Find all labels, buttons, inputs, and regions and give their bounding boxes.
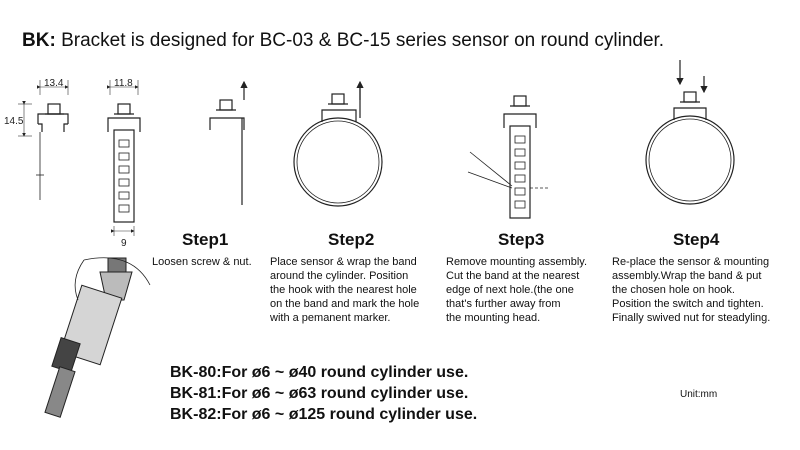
- step2-description: Place sensor & wrap the band around the …: [270, 255, 419, 325]
- step2-drawing: [293, 80, 383, 207]
- title-prefix: BK:: [22, 30, 56, 51]
- step3-line: that's further away from: [446, 298, 561, 310]
- dim-width-b: 11.8: [114, 78, 133, 89]
- bracket-side-view: 13.4 14.5: [4, 78, 69, 200]
- step3-line: the mounting head.: [446, 312, 541, 324]
- step2-line: on the band and mark the hole: [270, 298, 420, 310]
- model-code: BK-81:: [170, 385, 222, 402]
- page-title: BK: Bracket is designed for BC-03 & BC-1…: [22, 30, 664, 52]
- step4-line: the chosen hole on hook.: [612, 284, 735, 296]
- step4-line: Re-place the sensor & mounting: [612, 256, 770, 268]
- step3-line: Cut the band at the nearest: [446, 270, 580, 282]
- step2-line: with a pemanent marker.: [270, 312, 391, 324]
- step4-line: Finally swived nut for steadyling.: [612, 312, 771, 324]
- step3-description: Remove mounting assembly. Cut the band a…: [446, 255, 587, 325]
- step3-line: Remove mounting assembly.: [446, 256, 588, 268]
- model-text: For ø6 ~ ø40 round cylinder use.: [221, 364, 469, 381]
- model-bk81: BK-81:For ø6 ~ ø63 round cylinder use.: [170, 385, 468, 403]
- unit-label: Unit:mm: [680, 389, 718, 400]
- model-bk80: BK-80:For ø6 ~ ø40 round cylinder use.: [170, 364, 468, 382]
- step2-title: Step2: [328, 230, 375, 249]
- dim-height-a: 14.5: [4, 116, 24, 127]
- title-text: Bracket is designed for BC-03 & BC-15 se…: [61, 30, 665, 51]
- dim-width-a: 13.4: [44, 78, 64, 89]
- dim-width-c: 9: [121, 238, 127, 249]
- step4-description: Re-place the sensor & mounting assembly.…: [612, 255, 770, 325]
- step3-title: Step3: [498, 230, 545, 249]
- step3-line: edge of next hole.(the one: [446, 284, 574, 296]
- step4-line: Position the switch and tighten.: [612, 298, 764, 310]
- step1-line: Loosen screw & nut.: [152, 256, 252, 268]
- product-illustration: [44, 257, 151, 418]
- step4-title: Step4: [673, 230, 720, 249]
- model-bk82: BK-82:For ø6 ~ ø125 round cylinder use.: [170, 406, 477, 424]
- step4-drawing: [645, 60, 735, 205]
- step2-line: around the cylinder. Position: [270, 270, 409, 282]
- model-code: BK-80:: [170, 364, 222, 381]
- model-text: For ø6 ~ ø63 round cylinder use.: [221, 385, 469, 402]
- step1-title: Step1: [182, 230, 229, 249]
- step2-line: Place sensor & wrap the band: [270, 256, 417, 268]
- step1-description: Loosen screw & nut.: [152, 255, 252, 269]
- bracket-front-view: 11.8 9: [107, 78, 141, 249]
- step4-line: assembly.Wrap the band & put: [612, 270, 762, 282]
- model-text: For ø6 ~ ø125 round cylinder use.: [221, 406, 478, 423]
- step2-line: the hook with the nearest hole: [270, 284, 417, 296]
- step1-drawing: [209, 80, 248, 205]
- step3-drawing: [467, 95, 548, 219]
- model-code: BK-82:: [170, 406, 222, 423]
